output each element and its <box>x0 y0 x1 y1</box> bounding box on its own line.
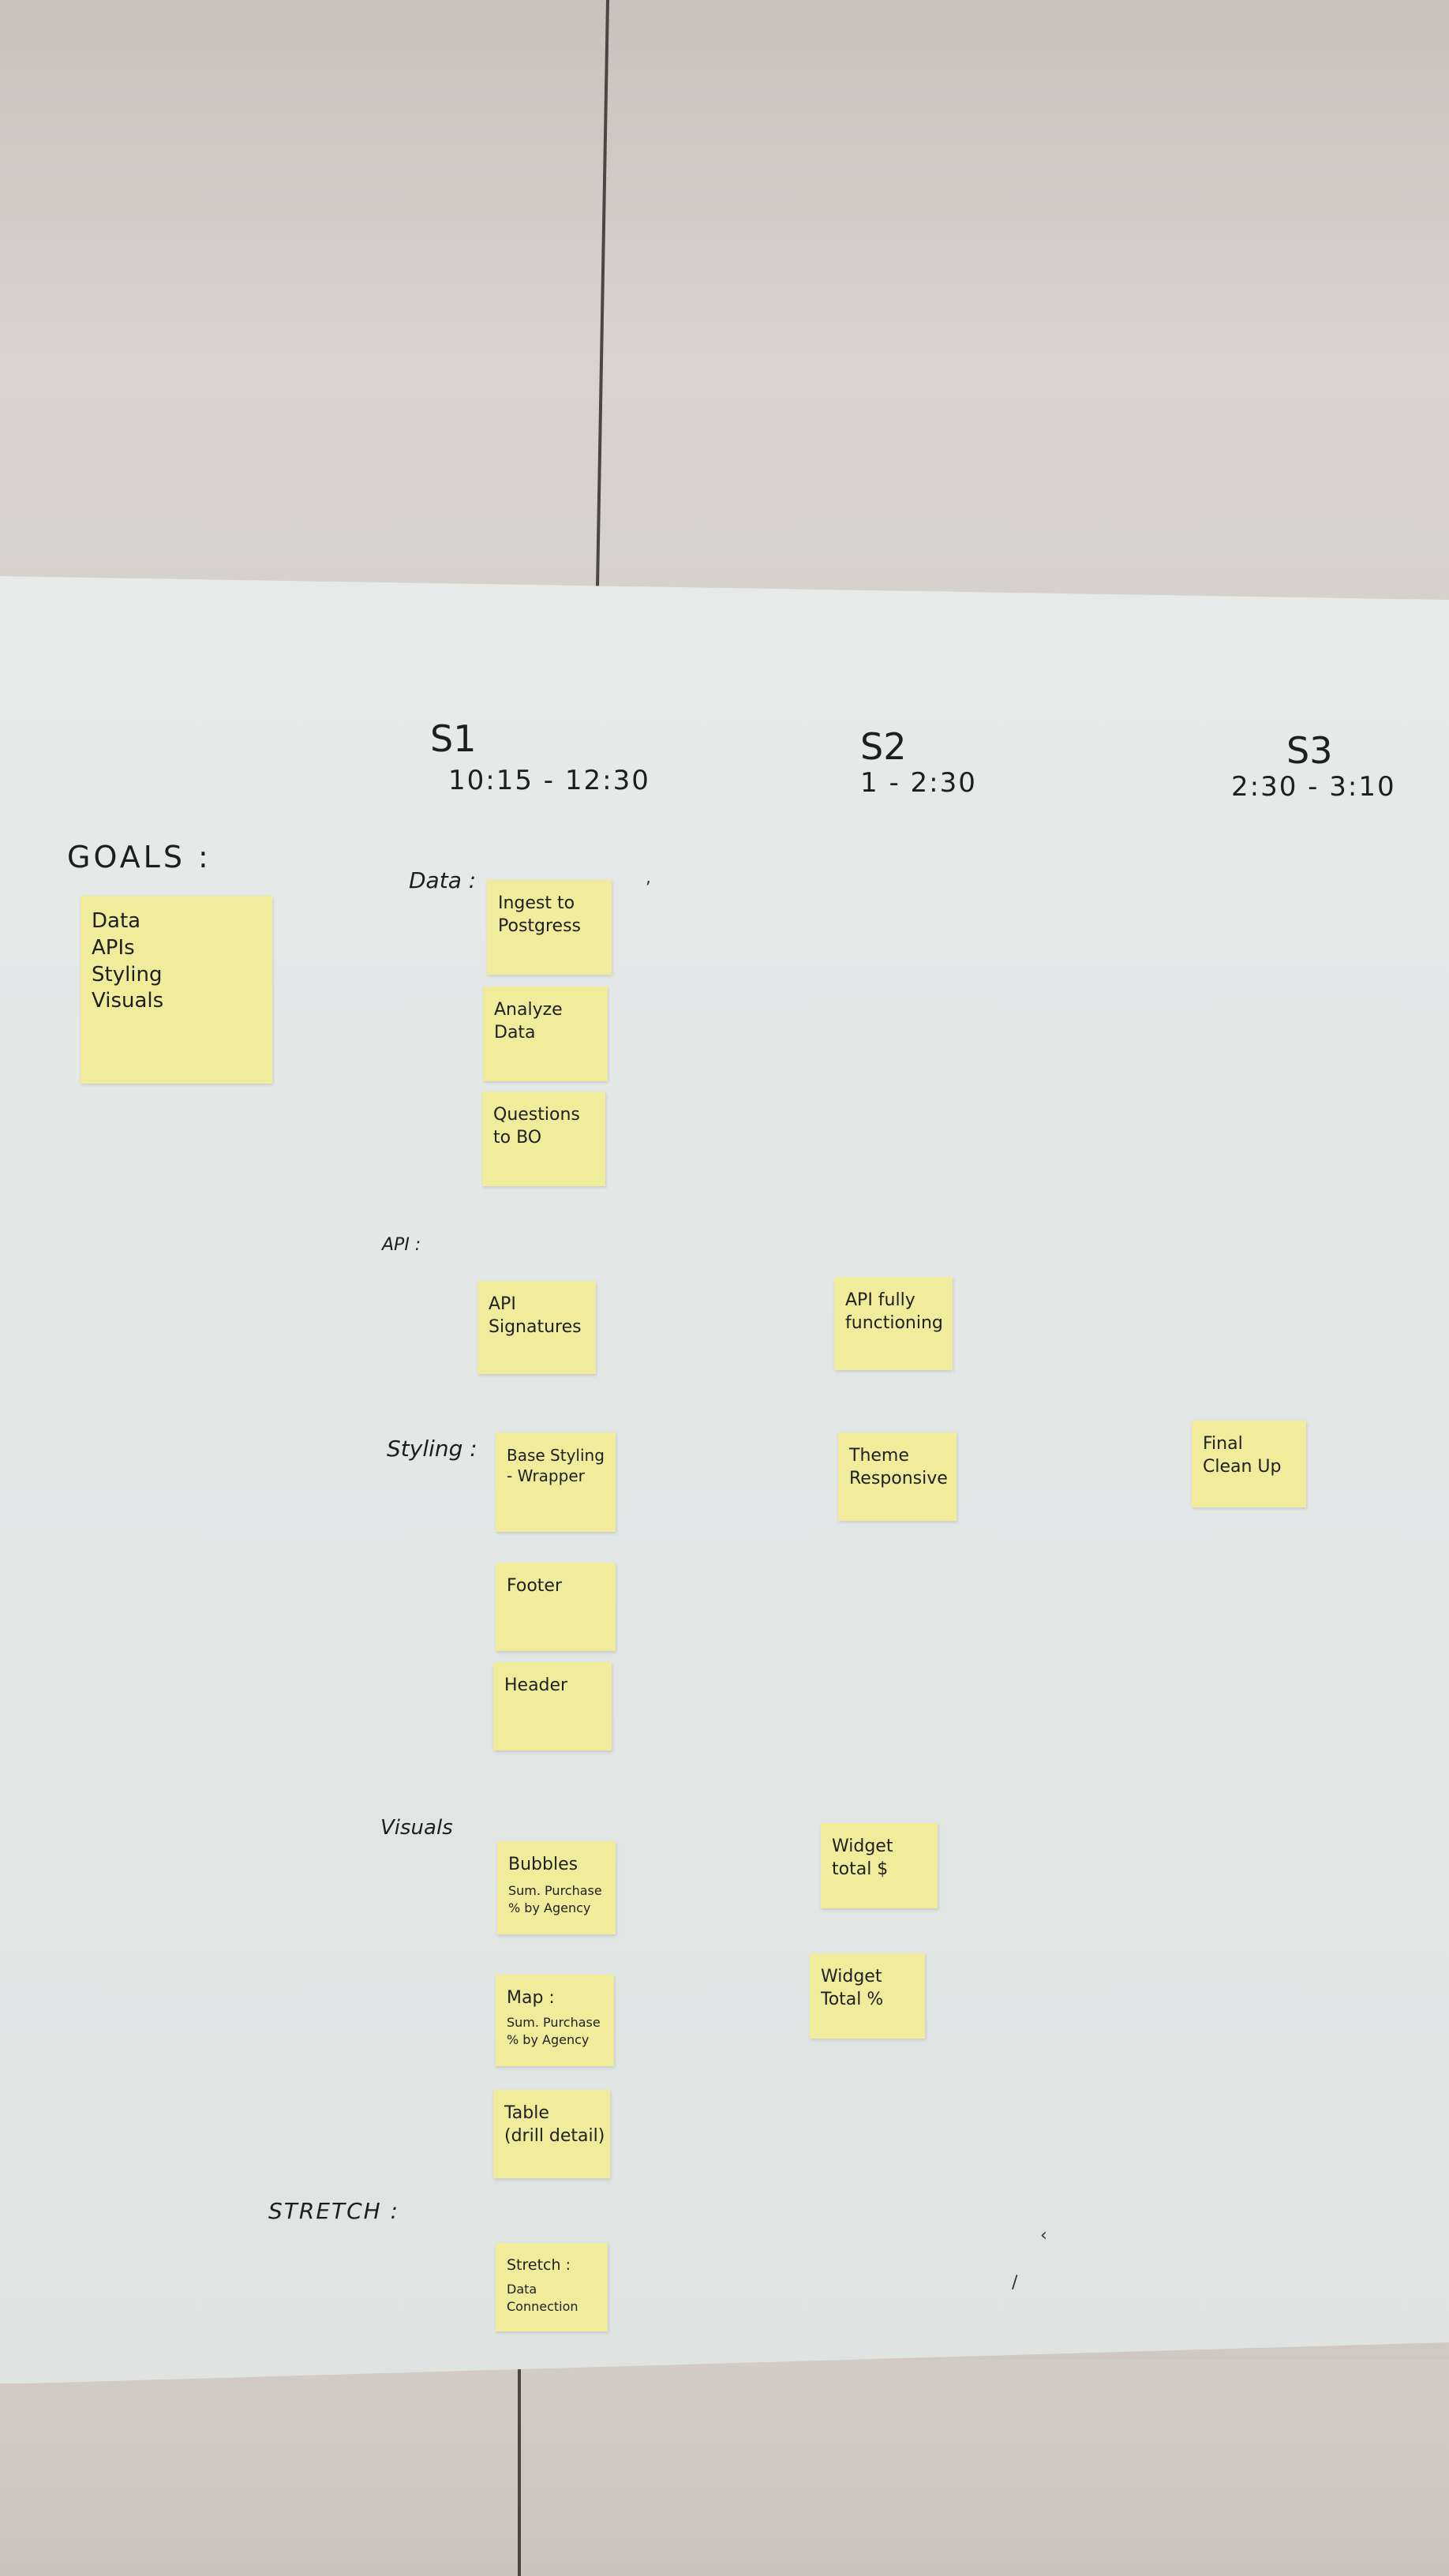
visuals-note-table: Table (drill detail) <box>493 2090 610 2178</box>
visuals-note-bubbles: Bubbles Sum. Purchase % by Agency <box>497 1841 616 1934</box>
wall-panel-bottom <box>0 2360 1449 2576</box>
styling-note-final-text: Final Clean Up <box>1203 1434 1282 1477</box>
stretch-note-sub: Data Connection <box>507 2282 578 2314</box>
data-note-analyze: Analyze Data <box>483 987 608 1081</box>
visuals-note-map-sub: Sum. Purchase % by Agency <box>507 2015 601 2047</box>
data-note-ingest-text: Ingest to Postgress <box>498 893 582 936</box>
api-note-functioning: API fully functioning <box>834 1277 953 1370</box>
visuals-note-widget-percent-text: Widget Total % <box>821 1967 884 2009</box>
visuals-note-widget-dollar-text: Widget total $ <box>832 1837 893 1879</box>
s2-heading: S2 <box>860 725 907 768</box>
styling-note-header-text: Header <box>504 1676 568 1695</box>
visuals-note-bubbles-title: Bubbles <box>508 1855 578 1874</box>
visuals-row-label: Visuals <box>380 1816 453 1840</box>
api-row-label: API : <box>382 1235 421 1255</box>
data-note-analyze-text: Analyze Data <box>494 1000 563 1043</box>
data-note-ingest: Ingest to Postgress <box>487 880 612 975</box>
visuals-note-map: Map : Sum. Purchase % by Agency <box>496 1975 614 2066</box>
visuals-note-map-title: Map : <box>507 1988 555 2008</box>
styling-note-base: Base Styling - Wrapper <box>496 1432 616 1532</box>
goals-sticky-note: Data APIs Styling Visuals <box>80 896 272 1084</box>
data-note-questions-text: Questions to BO <box>493 1105 580 1148</box>
data-note-questions: Questions to BO <box>482 1091 605 1186</box>
pen-mark: ‹ <box>1040 2226 1047 2245</box>
api-note-signatures: API Signatures <box>477 1281 596 1374</box>
styling-note-theme: Theme Responsive <box>838 1432 957 1521</box>
stretch-row-label: STRETCH : <box>268 2198 400 2224</box>
styling-note-theme-text: Theme Responsive <box>849 1446 948 1488</box>
styling-note-header: Header <box>493 1662 612 1750</box>
s1-heading: S1 <box>430 717 477 760</box>
styling-row-label: Styling : <box>387 1436 477 1462</box>
visuals-note-widget-dollar: Widget total $ <box>821 1823 938 1908</box>
s3-heading: S3 <box>1286 729 1333 772</box>
styling-note-final: Final Clean Up <box>1192 1421 1306 1507</box>
wall-panel-top <box>0 0 1449 600</box>
pen-mark: , <box>646 868 651 888</box>
stretch-note: Stretch : Data Connection <box>496 2243 608 2331</box>
styling-note-footer: Footer <box>496 1563 616 1651</box>
styling-note-footer-text: Footer <box>507 1576 562 1596</box>
visuals-note-widget-percent: Widget Total % <box>810 1953 925 2039</box>
goals-note-text: Data APIs Styling Visuals <box>92 909 164 1013</box>
visuals-note-bubbles-sub: Sum. Purchase % by Agency <box>508 1883 602 1915</box>
api-note-functioning-text: API fully functioning <box>845 1290 943 1333</box>
wall-seam-vertical-bottom <box>518 2360 521 2576</box>
s3-time: 2:30 - 3:10 <box>1231 771 1396 803</box>
styling-note-base-text: Base Styling - Wrapper <box>507 1446 605 1485</box>
goals-heading: GOALS : <box>67 840 212 874</box>
s2-time: 1 - 2:30 <box>860 767 977 799</box>
api-note-signatures-text: API Signatures <box>489 1294 582 1337</box>
visuals-note-table-text: Table (drill detail) <box>504 2103 605 2146</box>
stretch-note-title: Stretch : <box>507 2256 571 2274</box>
pen-mark: / <box>1012 2273 1018 2293</box>
s1-time: 10:15 - 12:30 <box>448 765 650 796</box>
data-row-label: Data : <box>409 867 477 893</box>
